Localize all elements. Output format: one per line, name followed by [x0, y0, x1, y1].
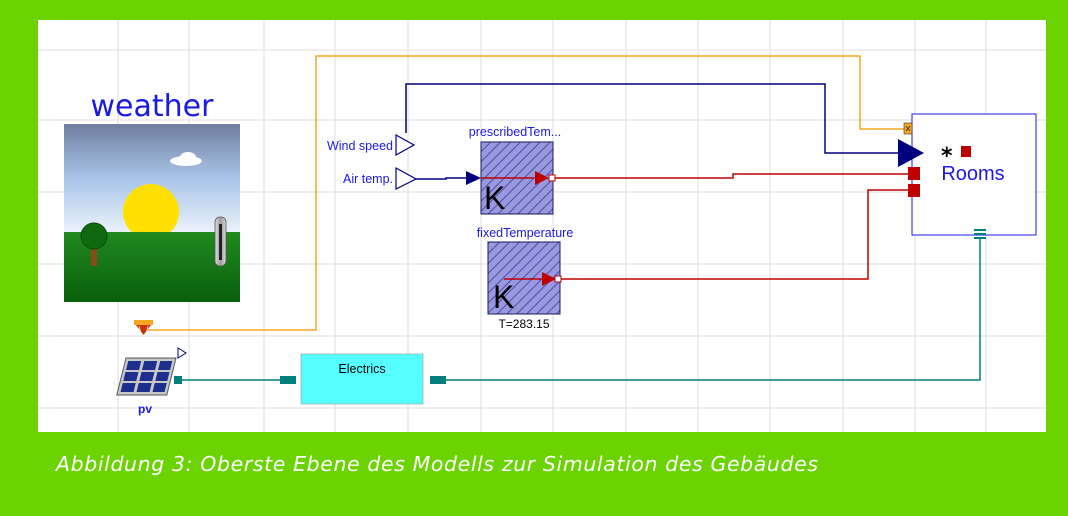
figure-caption: Abbildung 3: Oberste Ebene des Modells z…: [56, 452, 819, 476]
fixed-temperature-name: fixedTemperature: [477, 226, 574, 240]
electrics-left-port[interactable]: [280, 376, 296, 384]
electrics-rooms-connection[interactable]: [446, 237, 981, 381]
air-temp-label: Air temp.: [343, 172, 393, 186]
electrics-block[interactable]: Electrics: [280, 353, 446, 405]
solar-panel-icon: [116, 357, 177, 396]
weather-block[interactable]: weather: [64, 89, 240, 335]
prescribed-temperature-unit: K: [484, 180, 505, 216]
electrics-label: Electrics: [338, 362, 385, 376]
fixed-temperature-block[interactable]: fixedTemperature K T=283.15: [477, 226, 574, 331]
rooms-heat-port[interactable]: [908, 167, 920, 180]
fixed-heat-connection[interactable]: [561, 189, 908, 280]
weather-bus-connector-icon: [134, 320, 153, 335]
pv-label: pv: [138, 402, 152, 416]
weather-title: weather: [91, 89, 215, 124]
prescribed-temperature-name: prescribedTem...: [469, 125, 561, 139]
electrics-right-port[interactable]: [430, 376, 446, 384]
weather-bus-connection[interactable]: [140, 55, 908, 331]
prescribed-heat-connection[interactable]: [554, 173, 908, 179]
air-temp-connection[interactable]: [416, 177, 468, 180]
fixed-temperature-unit: K: [493, 279, 514, 315]
pv-block[interactable]: pv: [116, 347, 187, 416]
arrow-icon: [535, 171, 549, 185]
rooms-label: Rooms: [941, 163, 1004, 185]
air-temp-input[interactable]: Air temp.: [343, 166, 418, 190]
rooms-electric-port-icon: [974, 229, 986, 239]
wind-speed-label: Wind speed: [327, 139, 393, 153]
rooms-block[interactable]: * Rooms: [898, 113, 1037, 239]
arrow-icon: [542, 272, 556, 286]
wind-speed-connection[interactable]: [405, 83, 898, 154]
wind-speed-input[interactable]: Wind speed: [327, 133, 416, 157]
pv-signal-output-icon: [177, 347, 187, 359]
pv-electric-port[interactable]: [174, 376, 182, 384]
rooms-star: *: [941, 144, 953, 169]
fixed-temperature-param: T=283.15: [498, 317, 549, 331]
rooms-heat-port[interactable]: [908, 184, 920, 197]
rooms-heat-port-icon: [961, 146, 971, 157]
prescribed-temperature-block[interactable]: prescribedTem... K: [466, 125, 561, 216]
diagram-canvas: weather: [38, 20, 1046, 432]
rooms-signal-input-icon: [898, 139, 924, 167]
weather-landscape-icon: [64, 124, 240, 302]
rooms-weather-bus-connector-icon: [903, 122, 913, 135]
